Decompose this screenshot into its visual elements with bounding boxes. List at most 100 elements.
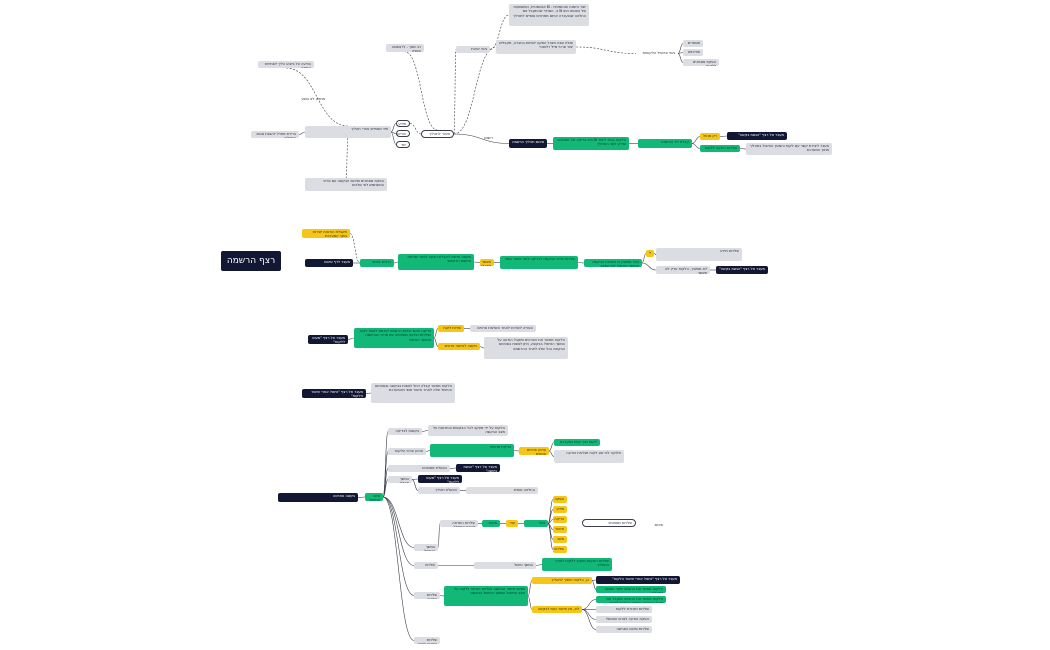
connector-n27-n29 — [349, 233, 361, 264]
node-n72[interactable]: גיבוי — [524, 520, 548, 527]
node-n65[interactable]: אישור — [553, 526, 567, 533]
node-n31[interactable]: בקשה חדשה לקבלת הצעה לאחר שליחת הטופס הר… — [398, 254, 474, 270]
node-n69[interactable]: שליחה — [414, 562, 438, 569]
node-n15[interactable]: יעד — [396, 141, 410, 148]
node-n84[interactable]: שליחת סיכום הפגישה — [596, 626, 652, 633]
node-n81[interactable]: לא, אין אישור כעת לבקשה — [532, 606, 582, 613]
node-n23[interactable]: מעבר ליצירת קשר עם לקוח והמשך הטיפול בתה… — [746, 143, 832, 155]
node-n22[interactable]: רק מנהל — [700, 133, 720, 140]
node-n82[interactable]: שליחת תזכורת ללקוח — [596, 606, 652, 613]
connector-n72-n67 — [547, 523, 554, 550]
node-n33[interactable]: ל — [646, 250, 654, 257]
node-n74[interactable]: שליחת הודעה ללקוח לאחר השלמת הבדיקה — [414, 592, 440, 599]
node-n55[interactable]: המשך תהליך — [388, 476, 412, 483]
node-n35[interactable]: לא ממשיך, הלקוח עדיין לא מאשר — [656, 266, 710, 274]
title-node[interactable]: רצף הרשמה — [221, 251, 281, 271]
node-n16[interactable]: מיד מסתיים אחרי תהליך — [305, 126, 391, 138]
node-n80[interactable]: הלקוח מאשר את ההצעה ומקבל את פרטי הבקשה … — [596, 596, 666, 603]
node-n87[interactable]: בקשה אחרונה — [278, 493, 358, 502]
connector-n44-n45 — [365, 392, 372, 394]
node-n25[interactable]: הפקת מסמכים וסיכום הבקשה עם פרטי המשתמש … — [305, 178, 387, 191]
node-n27[interactable]: תקבלת הוראות ישירות בתוך המערכת — [302, 229, 350, 238]
node-n2[interactable]: גיבוי איכות — [456, 46, 490, 53]
node-n8[interactable]: שירותים — [683, 49, 703, 56]
node-n39[interactable]: בדיקה האם קיימת הרשמה קודמת לאותו לקוח ו… — [354, 328, 434, 348]
node-n51[interactable]: לקוח כבר קיים במערכת — [554, 439, 600, 446]
node-n59[interactable]: שליחת התראה לגורם המטפל — [440, 520, 478, 527]
node-n57[interactable]: הפעלת תהליך — [418, 487, 460, 494]
node-n44[interactable]: מעבר אל רצף "טיפול אחרי אישור הלקוח" — [302, 389, 366, 398]
node-n29[interactable]: כרטיס בסיסי — [360, 259, 394, 267]
node-n86[interactable]: סיום הטיפול בבקשה — [365, 493, 383, 501]
node-n85[interactable]: שליחת הודעה עדכון על המשך טיפול — [414, 637, 440, 644]
node-n9[interactable]: הפקת מסמכים ללקוח — [683, 59, 719, 66]
node-n7[interactable]: מספרים — [683, 40, 703, 47]
node-n6[interactable]: סיכום תהליך הרשמה — [509, 139, 547, 148]
node-n53[interactable]: הפעלת מסמכים — [388, 465, 450, 472]
node-n64[interactable]: בדיקה — [553, 516, 567, 523]
node-n13[interactable]: מידע — [396, 120, 410, 127]
connector-n32-n34 — [577, 262, 585, 264]
node-n4[interactable]: שולח שבה מנהל הפקה לפחות בחברה, מקבלים י… — [496, 40, 576, 54]
node-n5[interactable]: גיבוי פרופיל הלקוחות — [642, 51, 675, 55]
node-n54[interactable]: מעבר אל רצף "הגשת בקשה" — [456, 464, 500, 472]
node-n40[interactable]: הפנייה לשירות לאחר השלמת פרטים — [470, 325, 536, 332]
node-n21[interactable]: מעבר אל רצף "הגשת בקשה" — [727, 132, 787, 140]
node-n76[interactable]: מעבר אל רצף "טיפול אחרי אישור הלקוח" — [596, 576, 680, 584]
node-n45[interactable]: הלקוח מאשר קבלה ויכול לצפות בבקשה ובסטטו… — [371, 383, 455, 403]
connector-n87-n86 — [357, 496, 366, 498]
node-n67[interactable]: שליחה — [553, 546, 567, 553]
node-n41[interactable]: שירות לקוח — [438, 325, 464, 332]
node-n66[interactable]: סיום — [553, 536, 567, 543]
node-n48[interactable]: עדכון פרטי הלקוח — [388, 448, 426, 455]
node-n28[interactable]: שליחת מידע — [656, 248, 742, 261]
node-n38[interactable]: מעבר אל רצף "מענה ללקוח" — [308, 335, 348, 344]
node-n42[interactable]: בקשה לאישור פרטים — [438, 343, 480, 350]
node-n73[interactable]: המשך טיפול — [474, 562, 536, 569]
node-n75[interactable]: בסיום אישור הבקשה נשלחת הודעה ללקוח על מ… — [444, 586, 528, 606]
node-n14[interactable]: הוראות — [396, 130, 410, 137]
connector-n4-n5 — [575, 46, 637, 54]
node-n32[interactable]: שליחת פרטי הבקשה לבדיקה לפני אישור סופי — [500, 256, 578, 269]
node-n58[interactable]: החלטה סופית — [466, 487, 538, 494]
node-n47[interactable]: בקשות לבדיקה — [388, 428, 422, 435]
node-n83[interactable]: הפקת הודעה לגורם המטפל — [596, 616, 652, 623]
node-n26[interactable]: מעבר לדף סיכום — [305, 259, 353, 267]
node-n3[interactable]: רב מסך - לראשונה הפניה — [386, 44, 424, 52]
node-n52[interactable]: חלוקה לפי סוג לקוח ושליחת הודעה — [554, 450, 624, 463]
connector-n17-n13 — [409, 123, 422, 135]
node-n1[interactable]: יוצר הזמנה אוטומטית - ₪ אוטומטית, המשמעו… — [509, 4, 589, 26]
node-n36[interactable]: מעבר אל רצף "הגשת בקשה" — [716, 266, 768, 274]
node-n62[interactable]: הפקה — [553, 496, 567, 503]
node-n12[interactable]: ברירת מחדל להצגת סכום התהליך — [251, 131, 299, 138]
node-n61[interactable]: המשך הטיפול — [414, 544, 438, 551]
node-n77[interactable]: כן, הלקוח ימשיך לתהליך — [532, 577, 592, 584]
node-n18[interactable]: רישום המשתמש — [478, 136, 493, 141]
node-n46[interactable]: הלקוח על ידי מעקב לכל הבקשות והתראות על … — [428, 425, 508, 436]
node-n79[interactable]: הלקוח מאשר את ההצעה ויוצר הזמנה בתהליך — [596, 586, 666, 593]
node-n20[interactable]: קבלת ליד בהזמנה — [638, 139, 692, 148]
node-n50[interactable]: עדכון פרטים נוספים — [519, 447, 549, 455]
node-n60[interactable]: אישור — [482, 520, 500, 527]
node-n30[interactable]: מאשר לתהליך — [480, 259, 494, 266]
connector-n24-n23 — [739, 148, 747, 150]
node-n11[interactable]: מחזיק לא בוצע אחרי שבוע — [301, 97, 325, 102]
node-n17[interactable]: חיבור לתהליך — [421, 130, 454, 138]
node-n70[interactable]: עוד — [506, 520, 518, 527]
node-n78[interactable]: סיכום — [654, 523, 663, 527]
connector-n81-n83 — [581, 609, 597, 620]
node-n49[interactable]: בדיקת פרטים — [430, 444, 514, 457]
node-n68[interactable]: שליחת מסמכים — [582, 519, 636, 527]
node-n34[interactable]: בחר ממשק בו נמצאת הבקשה והמשך הטיפול לפי… — [584, 259, 642, 267]
node-n24[interactable]: שליחת הודעה ללקוח — [700, 145, 740, 152]
connector-n86-n74 — [382, 496, 415, 596]
node-n56[interactable]: מעבר אל רצף "מענה ללקוח" — [418, 475, 462, 483]
node-n63[interactable]: מידע — [553, 506, 567, 513]
node-n71[interactable]: שליחת הודעות מעקב ללקוח לאורך התהליך — [542, 558, 612, 571]
connector-n47-n46 — [421, 430, 429, 432]
node-n43[interactable]: הלקוח מאשר את הפרטים ומקבל הודעה על המשך… — [484, 337, 568, 359]
node-n19[interactable]: הלקוח בוחר ליצור ₪ היא בדיקה של מסמכים ו… — [553, 137, 629, 150]
connector-n2-n1 — [489, 14, 510, 50]
node-n10[interactable]: הודעה על ביצוע הליך לפתיחת הזמנה — [258, 61, 314, 68]
